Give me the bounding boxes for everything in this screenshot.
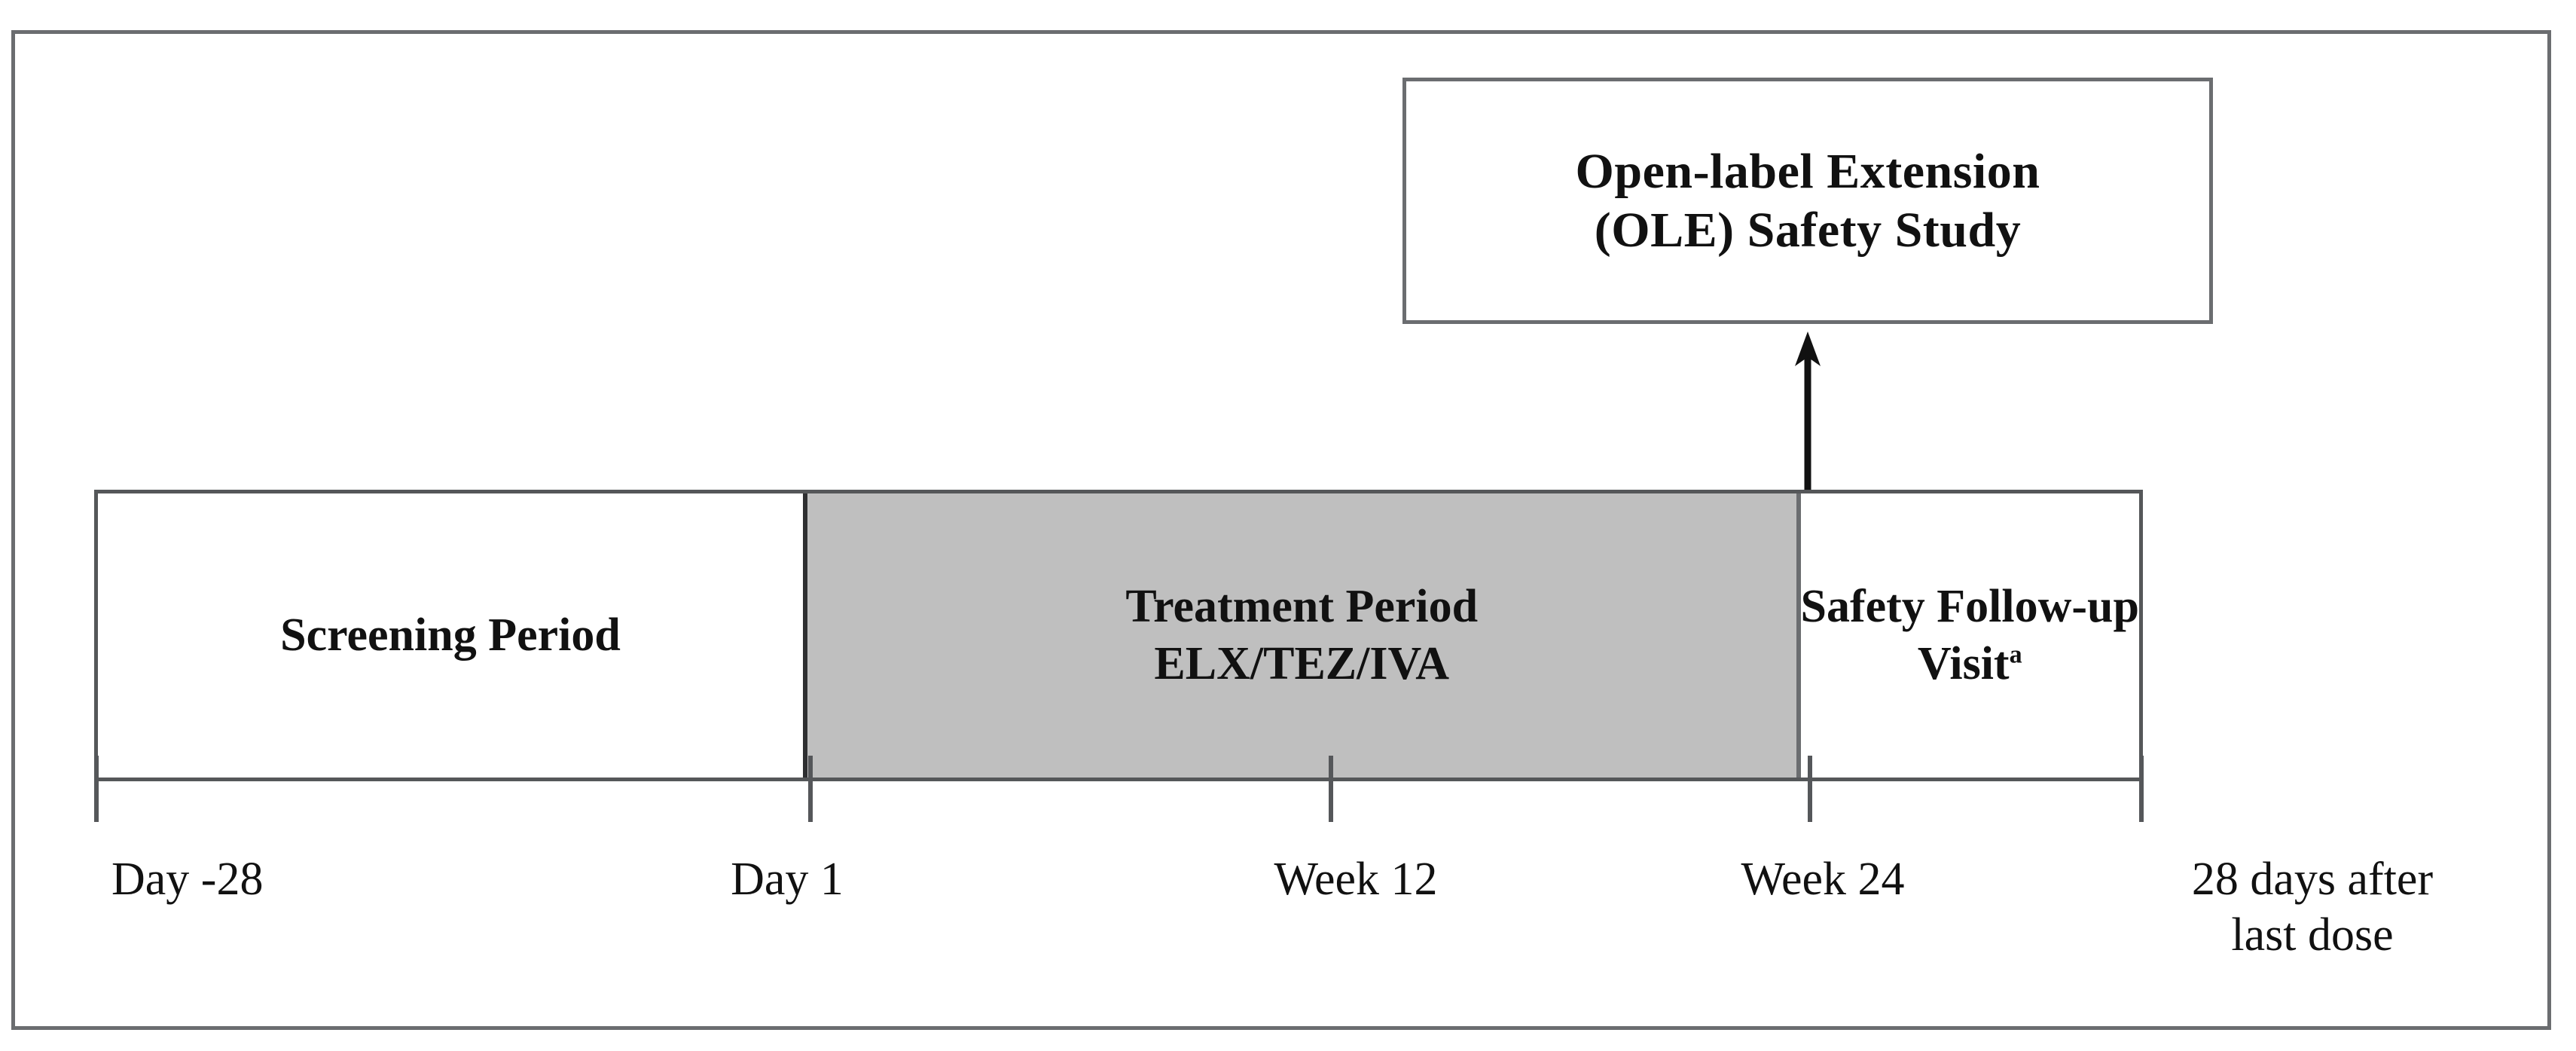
phase-treatment-regimen: ELX/TEZ/IVA [1154, 637, 1450, 689]
axis-label-week-24-text: Week 24 [1741, 854, 1905, 905]
phase-follow-up-label-2: Visita [1918, 636, 2022, 693]
tick-last-dose [2139, 756, 2144, 822]
axis-label-last-dose: 28 days after last dose [2117, 851, 2508, 964]
axis-label-day-minus-28-text: Day -28 [111, 854, 264, 905]
axis-label-last-dose-line-2: last dose [2231, 909, 2394, 961]
axis-label-day-1: Day 1 [731, 851, 844, 907]
tick-day-minus-28 [94, 756, 99, 822]
axis-label-day-minus-28: Day -28 [111, 851, 263, 907]
axis-label-week-24: Week 24 [1741, 851, 1904, 907]
tick-week-12 [1329, 756, 1333, 822]
ole-box-line-2: (OLE) Safety Study [1594, 202, 2022, 258]
phase-follow-up-label: Safety Follow-up [1800, 580, 2140, 632]
axis-label-week-12-text: Week 12 [1274, 854, 1438, 905]
phase-treatment-label: Treatment Period [1125, 580, 1479, 632]
phase-safety-follow-up: Safety Follow-up Visita [1800, 493, 2140, 778]
rollover-arrow-icon [1795, 331, 1821, 493]
footnote-marker-a: a [2009, 640, 2022, 668]
tick-week-24 [1808, 756, 1812, 822]
phase-screening-label: Screening Period [280, 609, 621, 661]
figure-outer-frame [11, 30, 2551, 1030]
phase-treatment: Treatment Period ELX/TEZ/IVA [807, 493, 1801, 778]
ole-box-line-1: Open-label Extension [1575, 143, 2040, 199]
axis-label-last-dose-line-1: 28 days after [2191, 854, 2434, 905]
phase-follow-up-visit-text: Visit [1917, 637, 2010, 689]
study-timeline-bar: Screening Period Treatment Period ELX/TE… [94, 490, 2143, 781]
axis-label-day-1-text: Day 1 [731, 854, 844, 905]
open-label-extension-box: Open-label Extension (OLE) Safety Study [1402, 78, 2213, 324]
axis-label-week-12: Week 12 [1274, 851, 1437, 907]
phase-screening: Screening Period [98, 493, 807, 778]
tick-day-1 [808, 756, 813, 822]
